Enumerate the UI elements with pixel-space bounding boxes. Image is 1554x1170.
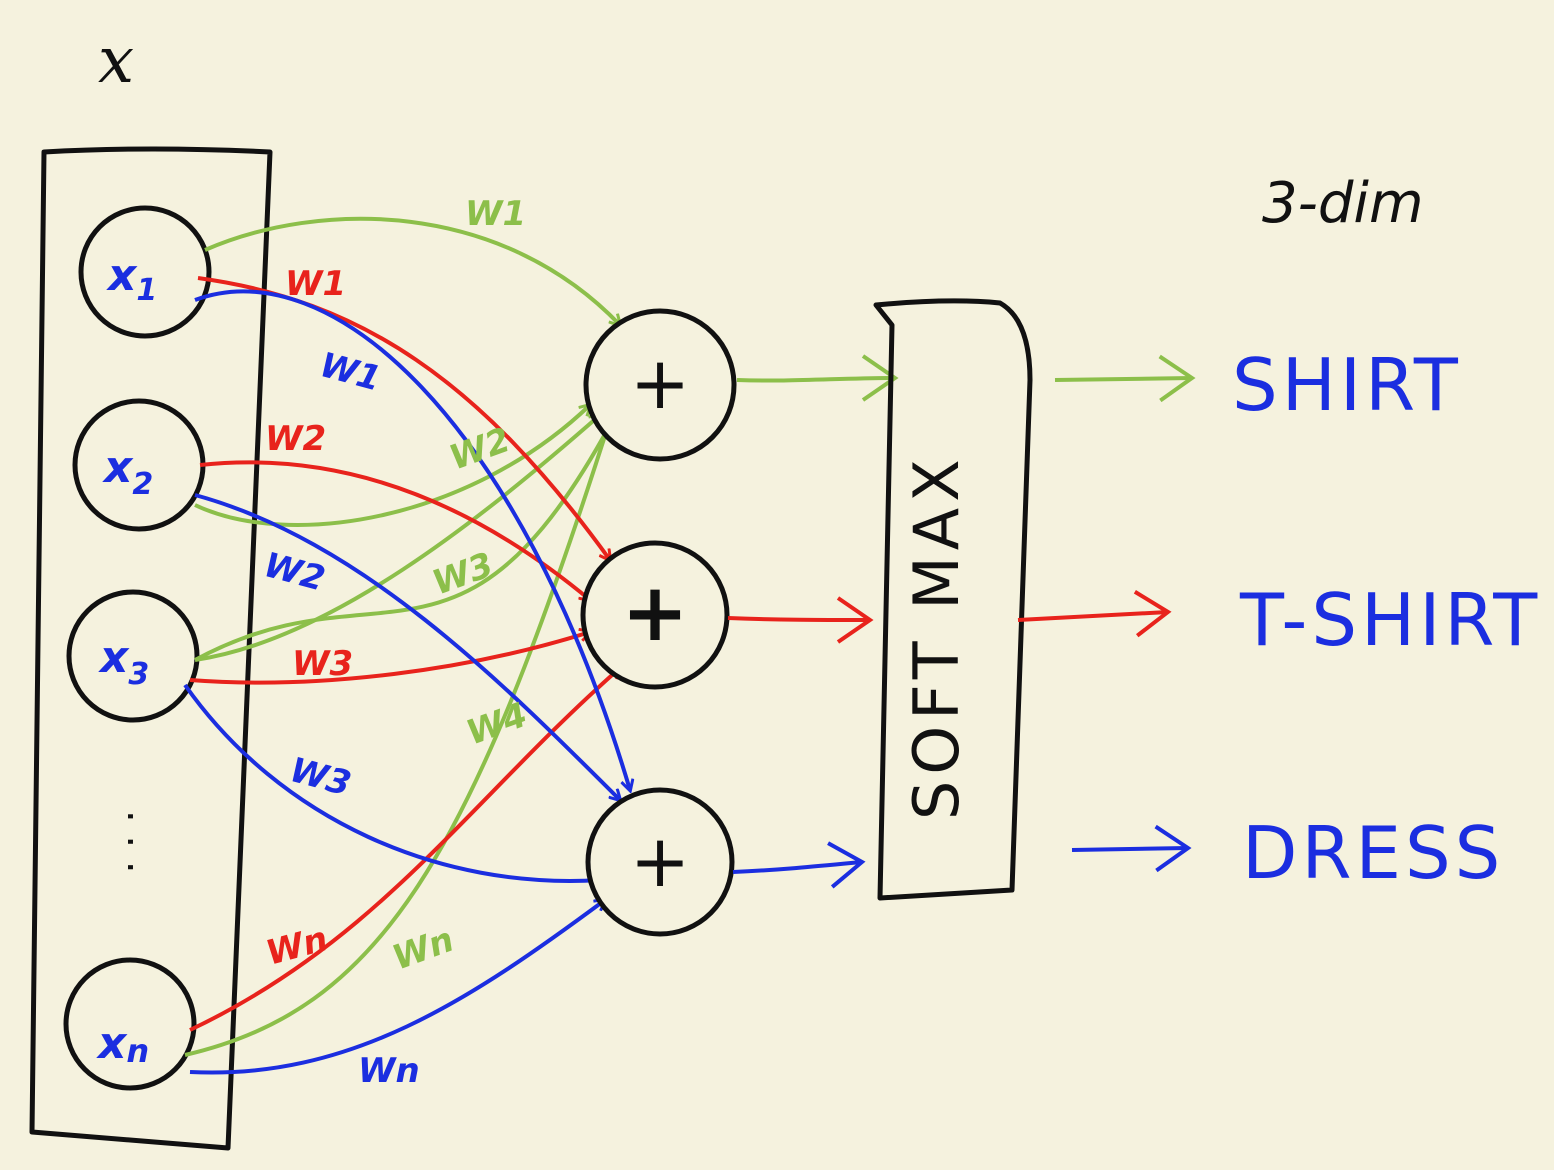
- blue-edge-xn: [189, 900, 605, 1075]
- weight-red-n: Wn: [262, 919, 332, 974]
- arrow-middle-to-softmax: [727, 596, 874, 644]
- input-node-x1-name: x: [106, 250, 138, 301]
- sum-node-top-symbol: +: [630, 341, 690, 425]
- weight-green-3: W3: [427, 545, 498, 604]
- red-edges: [189, 276, 620, 1032]
- sum-node-bottom: +: [585, 787, 735, 937]
- svg-text:xn: xn: [96, 1018, 149, 1070]
- sum-node-middle-symbol: +: [621, 566, 688, 659]
- green-edge-x2: [194, 405, 590, 527]
- ellipsis-dots: . . .: [118, 810, 164, 874]
- red-edge-xn: [189, 668, 620, 1032]
- svg-text:x2: x2: [102, 442, 153, 502]
- input-node-xn-name: x: [96, 1018, 128, 1069]
- input-vector-box: [29, 146, 273, 1151]
- sum-node-middle: +: [580, 540, 730, 690]
- output-label-dress: DRESS: [1242, 811, 1504, 895]
- red-edge-x3: [189, 632, 590, 685]
- svg-text:x1: x1: [106, 250, 157, 308]
- softmax-label: SOFT MAX: [900, 453, 973, 820]
- input-node-xn: xn: [63, 957, 197, 1091]
- blue-edge-x1: [194, 289, 630, 790]
- sum-node-bottom-symbol: +: [630, 819, 690, 903]
- sum-node-top: +: [583, 308, 737, 462]
- output-label-tshirt: T-SHIRT: [1239, 578, 1541, 662]
- svg-text:x3: x3: [98, 632, 149, 692]
- green-edge-x1: [204, 216, 620, 325]
- weight-red-2: W2: [265, 419, 326, 459]
- green-edge-x4: [194, 425, 610, 662]
- input-node-x2-sub: 2: [132, 467, 153, 502]
- weight-blue-n: Wn: [358, 1051, 420, 1091]
- input-node-x3: x3: [66, 589, 200, 723]
- arrow-output-shirt: [1054, 354, 1196, 403]
- blue-edges: [183, 289, 630, 1075]
- softmax-box: [873, 298, 1033, 901]
- arrow-output-tshirt: [1017, 590, 1172, 638]
- input-node-x1-sub: 1: [136, 273, 157, 308]
- weight-green-4: W4: [461, 695, 532, 754]
- green-edge-x3: [194, 415, 600, 662]
- input-node-x2-name: x: [102, 442, 134, 493]
- arrow-top-to-softmax: [736, 354, 899, 402]
- input-node-x1: x1: [78, 205, 212, 339]
- output-label-shirt: SHIRT: [1232, 343, 1462, 427]
- arrow-bottom-to-softmax: [732, 841, 866, 889]
- arrow-output-dress: [1071, 824, 1192, 873]
- blue-edge-x3: [183, 683, 600, 881]
- input-node-x3-sub: 3: [128, 657, 149, 692]
- input-node-xn-sub: n: [126, 1032, 149, 1070]
- dimension-label: 3-dim: [1262, 171, 1424, 236]
- weight-blue-1: W1: [316, 345, 385, 399]
- input-node-x2: x2: [72, 398, 206, 532]
- weight-green-1: W1: [465, 194, 526, 234]
- green-edge-xn: [184, 420, 610, 1057]
- input-node-x3-name: x: [98, 632, 130, 683]
- vector-label: x: [98, 24, 134, 98]
- weight-blue-2: W2: [260, 545, 329, 599]
- weight-green-n: Wn: [387, 920, 459, 979]
- weight-red-1: W1: [285, 264, 346, 304]
- green-edges: [184, 216, 620, 1057]
- weight-red-3: W3: [292, 644, 353, 684]
- blue-edge-x2: [194, 493, 620, 800]
